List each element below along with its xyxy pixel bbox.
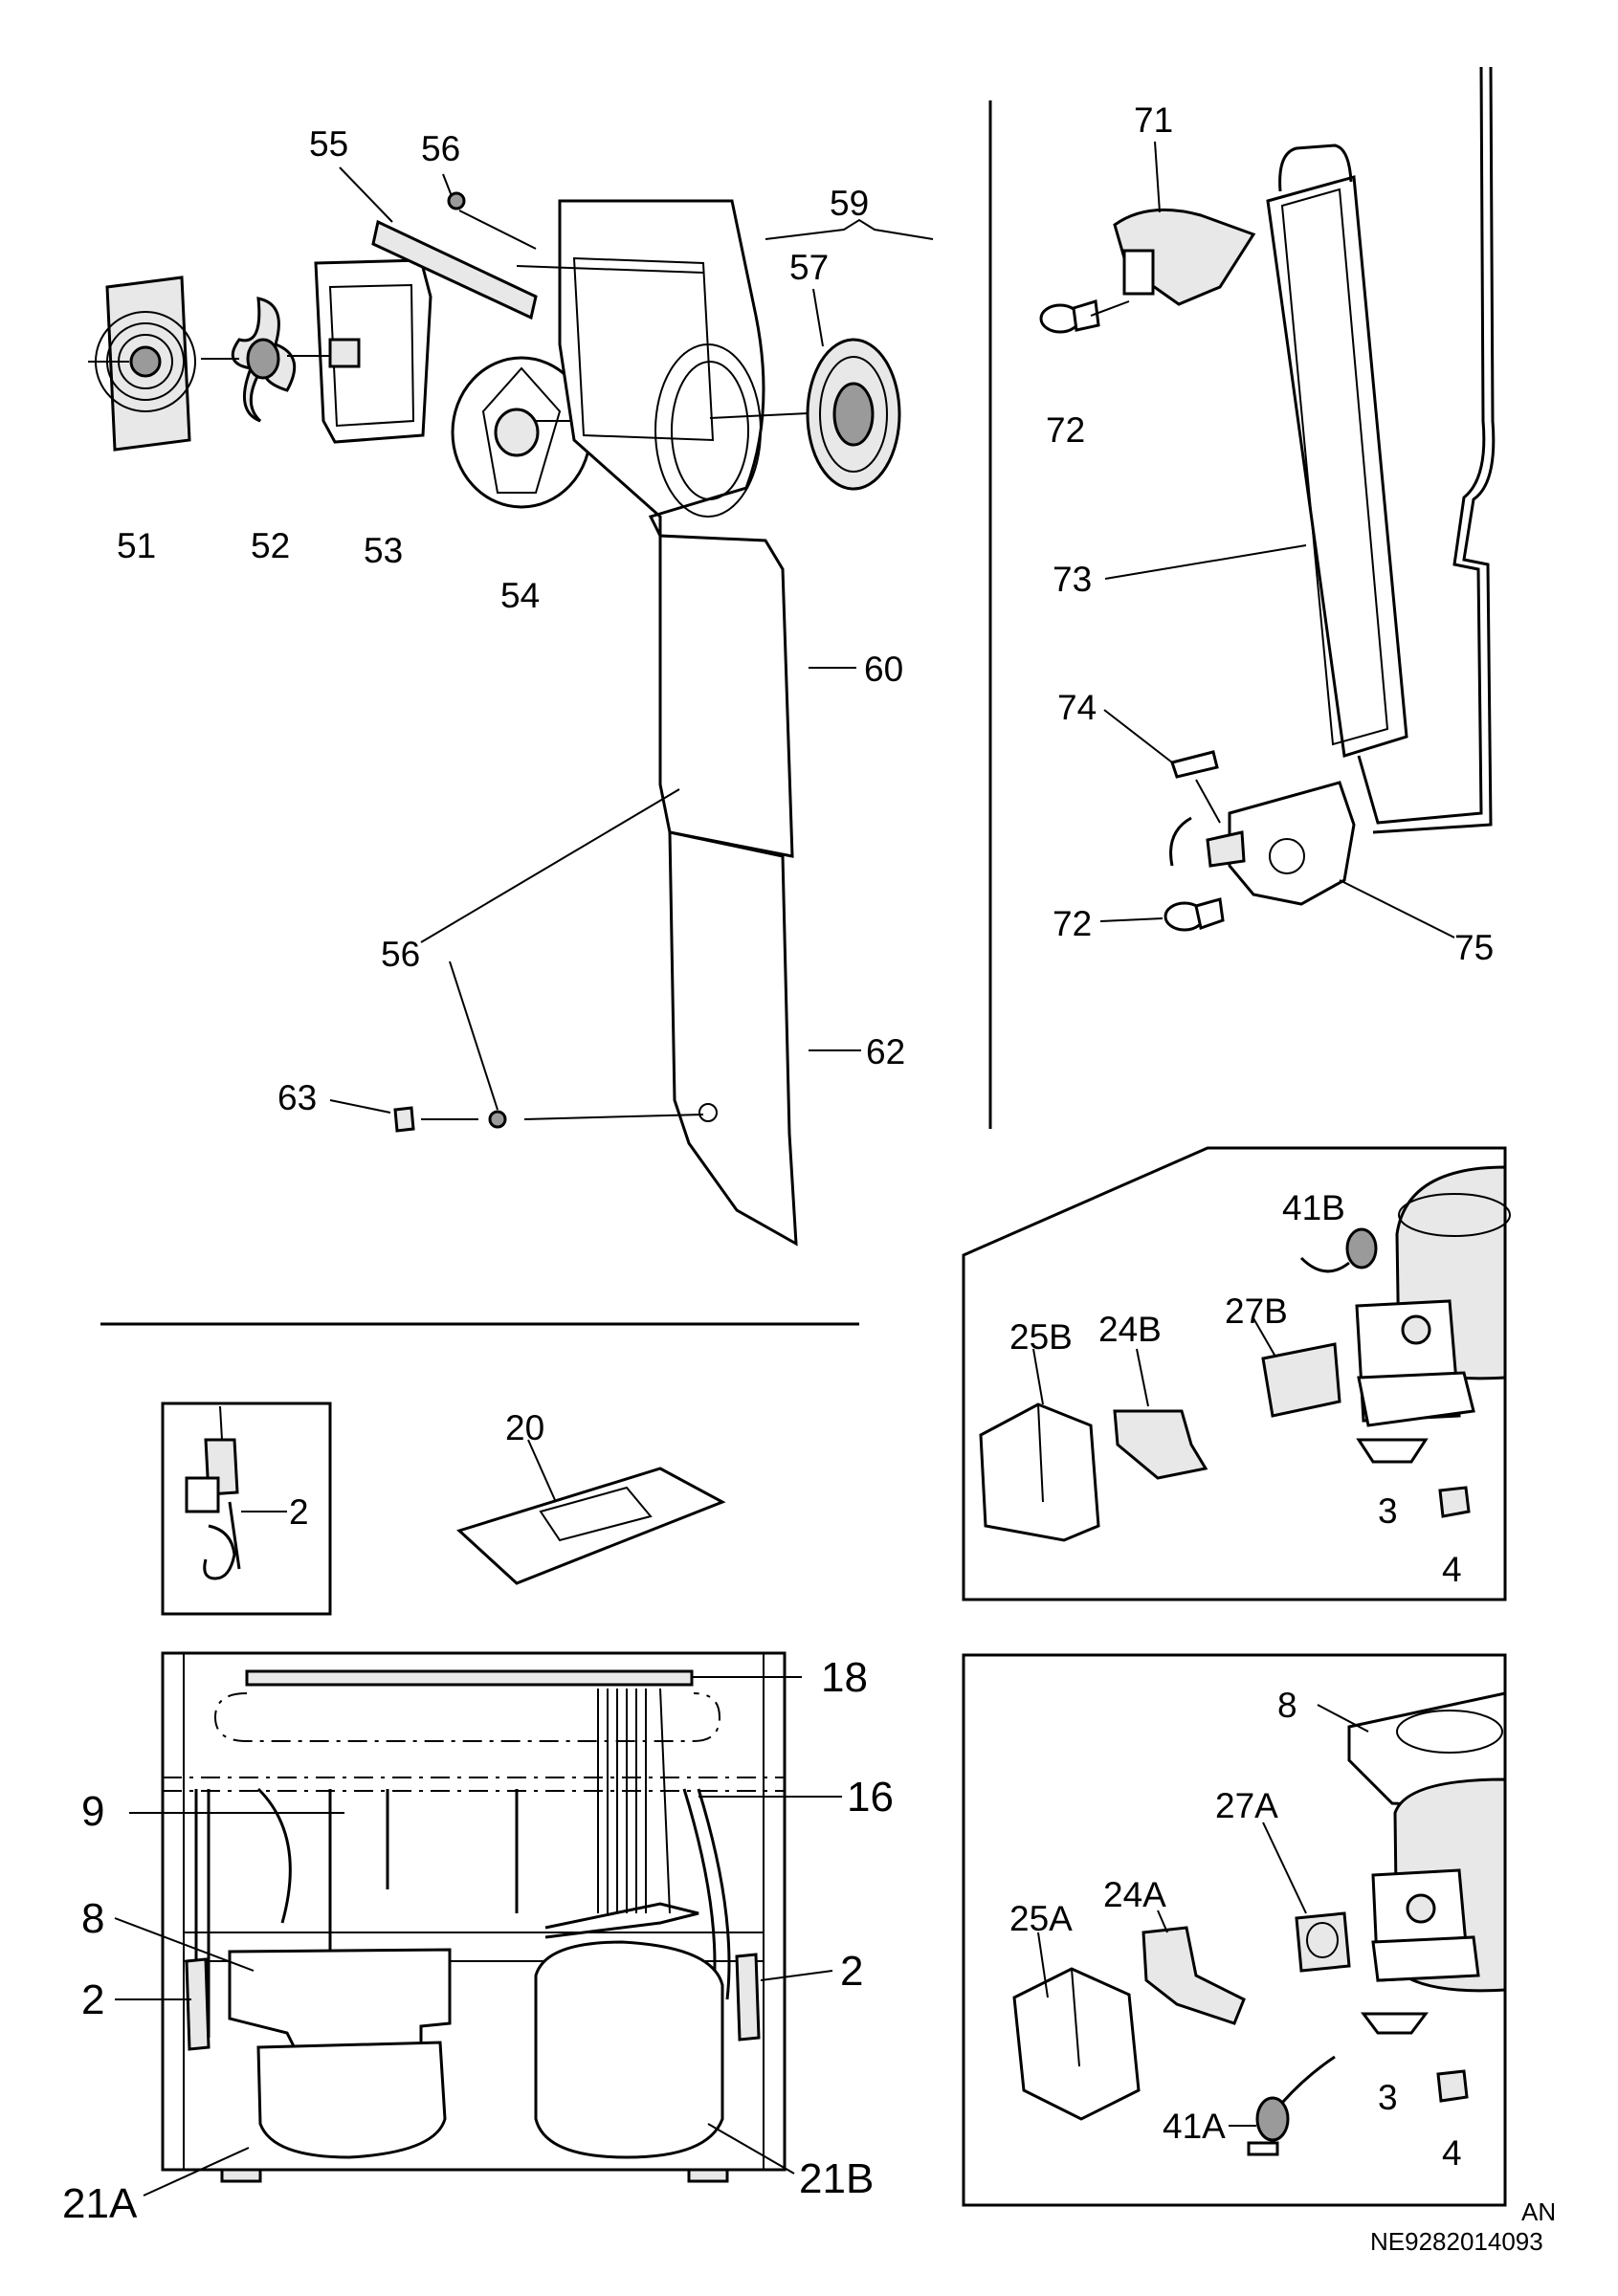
- callout-8-a: 8: [1277, 1686, 1297, 1725]
- callout-57: 57: [789, 248, 829, 287]
- compressor-part-21b: [534, 1940, 795, 2175]
- relay-part-24a: [1141, 1910, 1246, 2025]
- callout-62: 62: [866, 1032, 905, 1071]
- plug-part-72-top: [1039, 299, 1130, 334]
- callout-3-b: 3: [1378, 1491, 1398, 1531]
- callout-16: 16: [847, 1774, 894, 1821]
- callout-24a: 24A: [1103, 1875, 1166, 1914]
- blower-wheel-part-57: [709, 288, 901, 491]
- callout-60: 60: [864, 650, 903, 689]
- callout-27b: 27B: [1225, 1292, 1288, 1331]
- callout-53: 53: [364, 531, 403, 570]
- plug-part-72-lower: [1099, 897, 1225, 932]
- grille-cover-part-51: [88, 276, 196, 452]
- callout-4-b: 4: [1442, 1550, 1462, 1589]
- clip-part-3-a: [1361, 2012, 1429, 2035]
- callout-21a: 21A: [62, 2180, 138, 2227]
- callout-18: 18: [821, 1654, 868, 1701]
- callout-24b: 24B: [1098, 1310, 1162, 1349]
- compressor-part-21a: [143, 2041, 447, 2197]
- gasket-strip-part-55: [339, 166, 538, 320]
- evaporator-part-73: [1266, 175, 1408, 758]
- callout-9: 9: [81, 1788, 104, 1835]
- capacitor-part-41a: [1229, 2055, 1336, 2156]
- cabinet-base-group: [114, 1651, 842, 2197]
- callout-56-top: 56: [421, 129, 460, 168]
- footer-doc-number: NE9282014093: [1370, 2227, 1543, 2256]
- callout-59: 59: [830, 184, 869, 223]
- footer-code-an: AN: [1521, 2197, 1556, 2226]
- cover-part-25b: [979, 1348, 1100, 1542]
- grommet-part-4-a: [1436, 2069, 1469, 2103]
- sensor-detail-box: [161, 1402, 332, 1616]
- lower-panel-part-62: [668, 830, 861, 1247]
- compressor-electrics-b-panel: [962, 1146, 1511, 1601]
- callout-55: 55: [309, 124, 348, 164]
- overload-part-27b: [1252, 1317, 1341, 1418]
- callout-54: 54: [500, 576, 540, 615]
- cover-part-25a: [1012, 1932, 1141, 2121]
- screw-part-56-top: [442, 173, 537, 250]
- callout-63: 63: [277, 1078, 317, 1117]
- instruction-manual-part-20: [456, 1439, 726, 1585]
- motor-bracket-part-53: [287, 258, 432, 444]
- callout-41a: 41A: [1163, 2107, 1226, 2146]
- clip-part-71: [1113, 141, 1256, 306]
- callout-2-left: 2: [81, 1976, 104, 2023]
- callout-4-a: 4: [1442, 2133, 1462, 2173]
- callout-20: 20: [505, 1408, 544, 1447]
- rear-panel-part-60: [516, 199, 856, 858]
- callout-41b: 41B: [1282, 1188, 1345, 1227]
- drain-cup-part-75: [1169, 781, 1455, 938]
- callout-21b: 21B: [799, 2155, 874, 2202]
- fan-assembly-group: [88, 166, 934, 1247]
- callout-52: 52: [251, 526, 290, 565]
- callout-8-b: 8: [81, 1895, 104, 1942]
- callout-25b: 25B: [1009, 1317, 1073, 1357]
- callout-2-box: 2: [289, 1492, 309, 1532]
- heater-part-74: [1103, 709, 1221, 824]
- callout-27a: 27A: [1215, 1786, 1278, 1825]
- callout-2-right: 2: [840, 1948, 863, 1995]
- callout-72-top: 72: [1046, 410, 1085, 450]
- evaporator-group: [1039, 66, 1496, 938]
- compressor-electrics-a-panel: [962, 1653, 1507, 2207]
- callout-51: 51: [117, 526, 156, 565]
- callout-72-lower: 72: [1053, 904, 1092, 943]
- wire-bundle: [597, 1688, 671, 1914]
- fan-blade-part-52: [201, 297, 297, 423]
- callout-3-a: 3: [1378, 2078, 1398, 2117]
- callout-25a: 25A: [1009, 1899, 1073, 1938]
- overload-part-27a: [1262, 1821, 1351, 1973]
- sensor-part-2-left: [115, 1957, 211, 2051]
- capacitor-part-41b: [1299, 1227, 1378, 1273]
- callout-73: 73: [1053, 560, 1092, 599]
- group-brace-59: [765, 218, 934, 240]
- callout-75: 75: [1454, 928, 1494, 967]
- bracket-part-8-b: [114, 1917, 452, 2073]
- callout-71: 71: [1134, 100, 1173, 140]
- callout-74: 74: [1057, 688, 1097, 727]
- sensor-part-2-right: [735, 1953, 833, 2042]
- grommet-part-4-b: [1438, 1486, 1471, 1518]
- callout-56-lower: 56: [381, 935, 420, 974]
- screw-part-56-lower: [420, 788, 704, 1129]
- clip-part-63: [329, 1099, 478, 1133]
- clip-part-3-b: [1356, 1438, 1429, 1464]
- relay-part-24b: [1113, 1348, 1208, 1480]
